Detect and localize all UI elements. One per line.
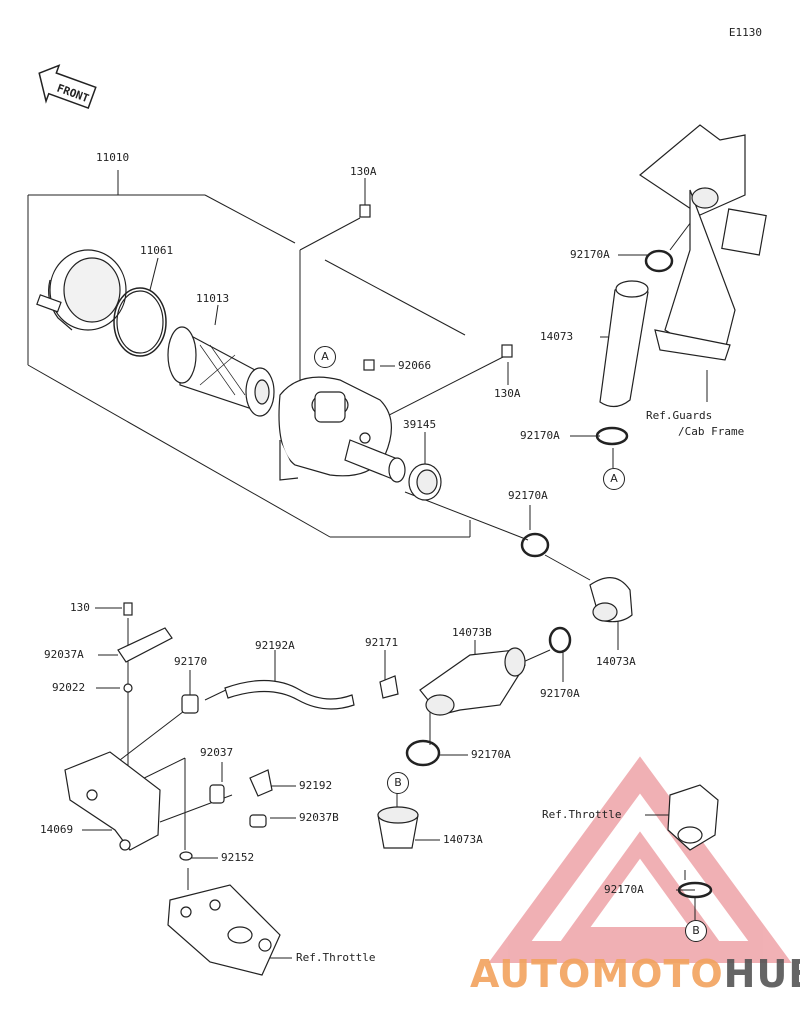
watermark-logo: AUTOMOTOHUB (470, 952, 800, 996)
clamp-92170a-throttle (677, 881, 713, 899)
clamp-92171 (379, 675, 399, 699)
watermark-text-2: HUB (723, 952, 800, 996)
label-11061: 11061 (140, 244, 174, 257)
washer-92022 (123, 683, 133, 693)
label-11010: 11010 (96, 151, 130, 164)
washer-92152 (179, 851, 193, 861)
hose-92192 (249, 769, 273, 797)
callout-a-housing: A (314, 346, 336, 368)
label-92170a-2: 92170A (570, 248, 610, 261)
label-92037b: 92037B (299, 811, 339, 824)
watermark-triangle (488, 756, 792, 963)
label-130a-right: 130A (494, 387, 521, 400)
duct-14073a-lower (377, 806, 419, 849)
callout-b-cup: B (387, 772, 409, 794)
throttle-body-right (667, 784, 719, 851)
duct-14073b (419, 647, 526, 716)
label-92037a: 92037A (44, 648, 84, 661)
label-92170a-3: 92170A (520, 429, 560, 442)
label-14069: 14069 (40, 823, 74, 836)
clamp-92170a-lowermid (405, 739, 441, 767)
parts (36, 124, 767, 976)
label-130: 130 (70, 601, 90, 614)
label-ref-throttle-1: Ref.Throttle (542, 808, 622, 821)
label-130a-top: 130A (350, 165, 377, 178)
label-ref-guards: Ref.Guards (646, 409, 713, 422)
label-92192: 92192 (299, 779, 333, 792)
label-92170: 92170 (174, 655, 208, 668)
label-11013: 11013 (196, 292, 230, 305)
label-92170a-1: 92170A (508, 489, 548, 502)
band-92037a (117, 627, 173, 663)
label-92152: 92152 (221, 851, 255, 864)
label-92171: 92171 (365, 636, 399, 649)
bolt-130 (123, 602, 133, 616)
o-ring (113, 287, 167, 357)
bracket-14069 (64, 751, 161, 851)
bolt-130a-top (359, 204, 371, 218)
clamp-92170a-top (644, 249, 674, 273)
clamp-92170 (181, 694, 199, 714)
grommet-92066 (363, 359, 375, 371)
clamp-92170a-mid (520, 532, 550, 558)
label-92170a-4: 92170A (540, 687, 580, 700)
callout-a-hose: A (603, 468, 625, 490)
bolt-130a-right (501, 344, 513, 358)
label-14073b: 14073B (452, 626, 492, 639)
duct-14073a-right (589, 577, 633, 623)
watermark-text-1: AUTOMOTO (470, 952, 724, 996)
label-14073a-1: 14073A (596, 655, 636, 668)
throttle-body-bottom (167, 884, 281, 976)
label-92037: 92037 (200, 746, 234, 759)
clamp-92037 (209, 784, 225, 804)
label-92192a: 92192A (255, 639, 295, 652)
label-14073a-2: 14073A (443, 833, 483, 846)
label-92022: 92022 (52, 681, 86, 694)
clamp-92170a-lower (595, 426, 629, 446)
label-ref-throttle-2: Ref.Throttle (296, 951, 376, 964)
callout-b-throttle: B (685, 920, 707, 942)
air-filter-element (167, 326, 275, 417)
label-39145: 39145 (403, 418, 437, 431)
front-arrow-icon: FRONT (38, 64, 97, 109)
diagram-code: E1130 (728, 26, 762, 39)
label-ref-cab-frame: /Cab Frame (678, 425, 745, 438)
label-92066: 92066 (398, 359, 432, 372)
label-92170a-6: 92170A (604, 883, 644, 896)
hose-92192a (224, 679, 355, 710)
air-cleaner-housing (278, 376, 406, 483)
label-14073-top: 14073 (540, 330, 574, 343)
guard-frame (638, 124, 767, 361)
label-92170a-5: 92170A (471, 748, 511, 761)
clamp-92170a-right (548, 626, 572, 654)
air-cleaner-cover (36, 249, 127, 331)
hose-14073 (599, 280, 649, 408)
clamp-92037b (249, 814, 267, 828)
